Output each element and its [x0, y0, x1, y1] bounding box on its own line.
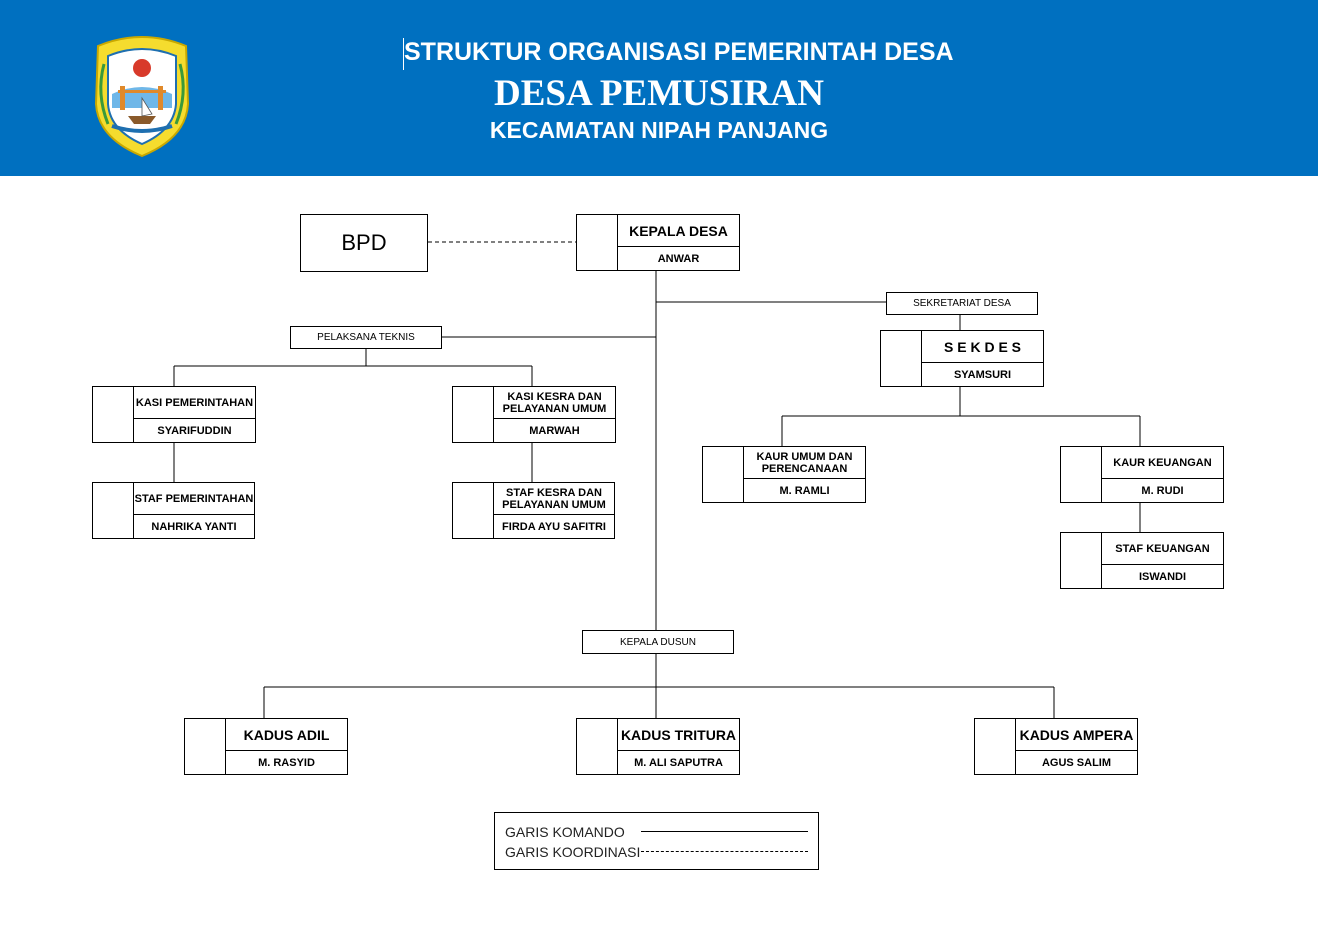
staf-pemerintahan-box: STAF PEMERINTAHAN NAHRIKA YANTI — [92, 482, 255, 539]
legend-box: GARIS KOMANDO GARIS KOORDINASI — [494, 812, 819, 870]
kadus-tritura-title: KADUS TRITURA — [618, 719, 739, 751]
photo-placeholder — [1061, 447, 1102, 502]
photo-placeholder — [577, 215, 618, 270]
staf-keuangan-title: STAF KEUANGAN — [1102, 533, 1223, 565]
legend-dashed-line — [641, 851, 808, 852]
photo-placeholder — [975, 719, 1016, 774]
photo-placeholder — [577, 719, 618, 774]
kaur-keuangan-title: KAUR KEUANGAN — [1102, 447, 1223, 479]
staf-keuangan-name: ISWANDI — [1138, 570, 1187, 583]
title-line-2: DESA PEMUSIRAN — [494, 73, 824, 114]
photo-placeholder — [1061, 533, 1102, 588]
legend-coordination-label: GARIS KOORDINASI — [505, 844, 641, 860]
kasi-pemerintahan-box: KASI PEMERINTAHAN SYARIFUDDIN — [92, 386, 256, 443]
kaur-umum-name: M. RAMLI — [779, 484, 830, 497]
staf-kesra-box: STAF KESRA DAN PELAYANAN UMUM FIRDA AYU … — [452, 482, 615, 539]
kaur-keuangan-box: KAUR KEUANGAN M. RUDI — [1060, 446, 1224, 503]
kadus-ampera-title: KADUS AMPERA — [1016, 719, 1137, 751]
header-banner — [0, 0, 1318, 176]
sekdes-box: S E K D E S SYAMSURI — [880, 330, 1044, 387]
kasi-kesra-box: KASI KESRA DAN PELAYANAN UMUM MARWAH — [452, 386, 616, 443]
photo-placeholder — [93, 387, 134, 442]
text-cursor — [403, 38, 404, 70]
staf-kesra-title: STAF KESRA DAN PELAYANAN UMUM — [494, 483, 614, 515]
sekdes-name: SYAMSURI — [953, 368, 1012, 381]
kepala-dusun-label: KEPALA DUSUN — [582, 630, 734, 654]
title-line-3: KECAMATAN NIPAH PANJANG — [489, 117, 829, 143]
kasi-kesra-name: MARWAH — [529, 424, 580, 437]
kadus-ampera-box: KADUS AMPERA AGUS SALIM — [974, 718, 1138, 775]
photo-placeholder — [185, 719, 226, 774]
kaur-umum-box: KAUR UMUM DAN PERENCANAAN M. RAMLI — [702, 446, 866, 503]
photo-placeholder — [703, 447, 744, 502]
kadus-adil-name: M. RASYID — [258, 756, 315, 769]
kaur-keuangan-name: M. RUDI — [1141, 484, 1184, 497]
kepala-desa-title: KEPALA DESA — [618, 215, 739, 247]
photo-placeholder — [453, 387, 494, 442]
regency-emblem-icon — [94, 36, 190, 158]
staf-pemerintahan-title: STAF PEMERINTAHAN — [134, 483, 254, 515]
kasi-pemerintahan-title: KASI PEMERINTAHAN — [134, 387, 255, 419]
photo-placeholder — [93, 483, 134, 538]
bpd-box: BPD — [300, 214, 428, 272]
staf-pemerintahan-name: NAHRIKA YANTI — [151, 520, 237, 533]
sekretariat-label: SEKRETARIAT DESA — [886, 292, 1038, 315]
kadus-tritura-name: M. ALI SAPUTRA — [634, 756, 723, 769]
legend-solid-line — [641, 831, 808, 832]
kadus-ampera-name: AGUS SALIM — [1041, 756, 1112, 769]
kaur-umum-title: KAUR UMUM DAN PERENCANAAN — [744, 447, 865, 479]
sekdes-title: S E K D E S — [922, 331, 1043, 363]
staf-keuangan-box: STAF KEUANGAN ISWANDI — [1060, 532, 1224, 589]
title-line-1: STRUKTUR ORGANISASI PEMERINTAH DESA — [404, 38, 954, 66]
kadus-adil-box: KADUS ADIL M. RASYID — [184, 718, 348, 775]
kadus-adil-title: KADUS ADIL — [226, 719, 347, 751]
kasi-pemerintahan-name: SYARIFUDDIN — [157, 424, 232, 437]
kadus-tritura-box: KADUS TRITURA M. ALI SAPUTRA — [576, 718, 740, 775]
pelaksana-teknis-label: PELAKSANA TEKNIS — [290, 326, 442, 349]
legend-command-label: GARIS KOMANDO — [505, 824, 625, 840]
photo-placeholder — [881, 331, 922, 386]
kepala-desa-box: KEPALA DESA ANWAR — [576, 214, 740, 271]
photo-placeholder — [453, 483, 494, 538]
staf-kesra-name: FIRDA AYU SAFITRI — [502, 520, 606, 533]
kepala-desa-name: ANWAR — [657, 252, 700, 265]
kasi-kesra-title: KASI KESRA DAN PELAYANAN UMUM — [494, 387, 615, 419]
